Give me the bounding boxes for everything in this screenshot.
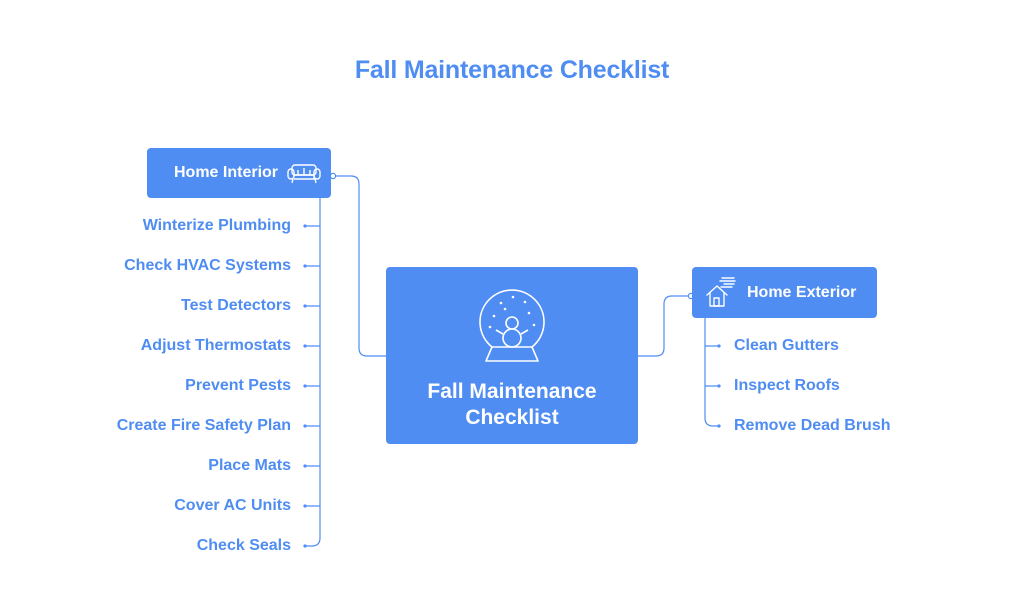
home-interior-node: Home Interior [147, 148, 331, 198]
exterior-item: Clean Gutters [734, 337, 839, 354]
home-interior-label: Home Interior [174, 164, 279, 181]
central-topic-line-1: Fall Maintenance [427, 380, 597, 403]
page-title: Fall Maintenance Checklist [354, 56, 670, 84]
central-topic-node: Fall Maintenance Checklist [386, 267, 638, 444]
interior-item: Test Detectors [181, 297, 291, 314]
windy-house-icon [706, 277, 736, 307]
exterior-item: Remove Dead Brush [734, 417, 891, 434]
central-topic-line-2: Checklist [465, 406, 559, 429]
interior-item: Adjust Thermostats [140, 337, 291, 354]
interior-item: Create Fire Safety Plan [116, 417, 291, 434]
interior-item: Cover AC Units [174, 497, 291, 514]
interior-item: Winterize Plumbing [142, 217, 291, 234]
snow-globe-icon [479, 289, 545, 362]
central-topic-label: Fall Maintenance Checklist [386, 379, 638, 431]
interior-item: Check Seals [196, 537, 291, 554]
home-exterior-label: Home Exterior [747, 284, 857, 301]
exterior-item: Inspect Roofs [734, 377, 840, 394]
interior-item: Check HVAC Systems [124, 257, 291, 274]
sofa-icon [287, 164, 321, 184]
home-exterior-node: Home Exterior [692, 267, 877, 318]
interior-item: Place Mats [208, 457, 291, 474]
interior-item: Prevent Pests [185, 377, 291, 394]
